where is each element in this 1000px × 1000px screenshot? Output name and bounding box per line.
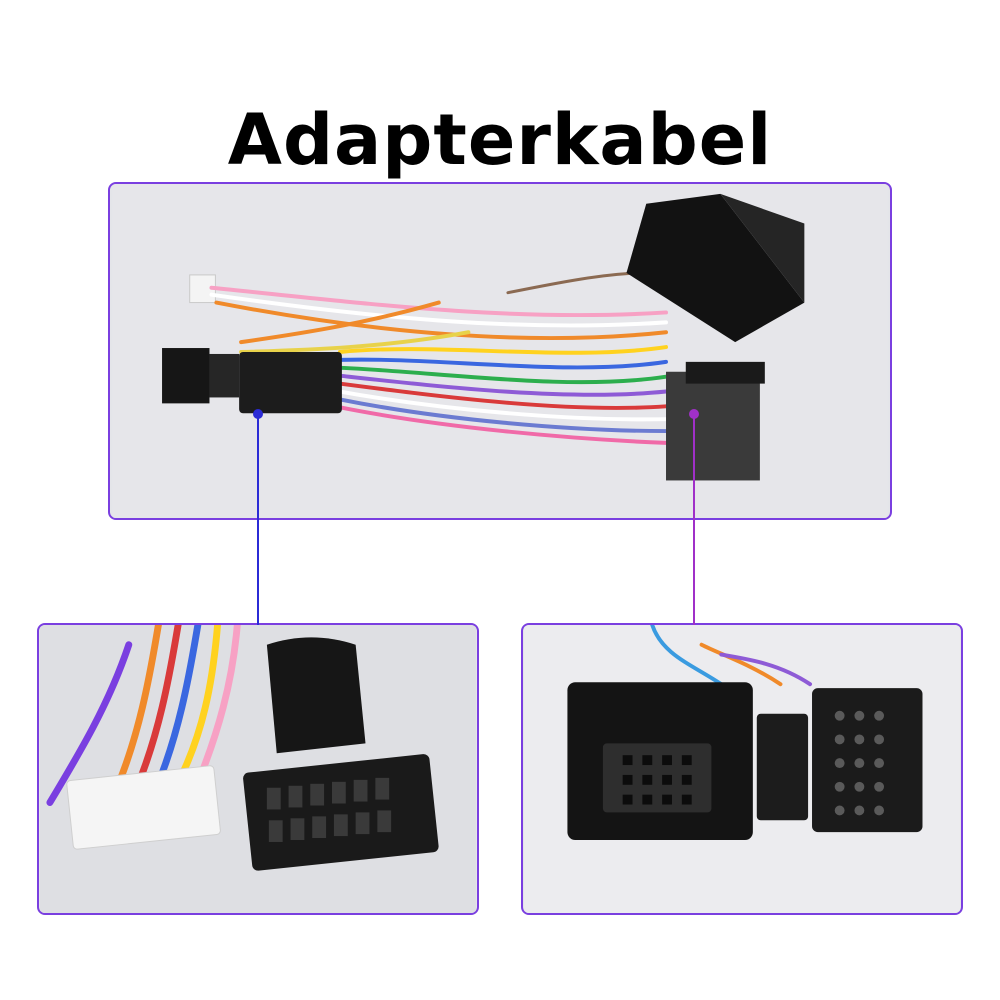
quadlock-plug-detail-image	[524, 625, 960, 913]
quadlock-plug-detail-panel	[521, 623, 963, 915]
harness-overview-image	[112, 184, 888, 518]
iso-plug-detail-panel	[37, 623, 479, 915]
harness-overview-panel	[108, 182, 892, 520]
page-title: Adapterkabel	[227, 98, 773, 181]
iso-plug-detail-image	[40, 625, 476, 913]
